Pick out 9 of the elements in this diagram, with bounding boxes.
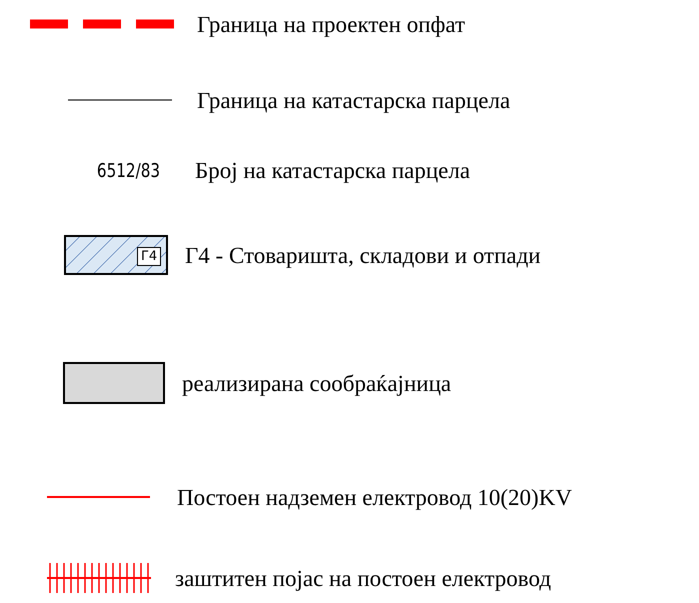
zone-code-label: Г4 [137,246,162,266]
legend-text: реализирана сообраќајница [182,372,452,394]
legend-text: Постоен надземен електровод 10(20)KV [177,486,572,508]
legend-text: заштитен појас на постоен електровод [175,566,552,590]
legend-text: Граница на катастарска парцела [197,88,510,112]
legend-text: Г4 - Стоваришта, складови и отпади [185,244,541,266]
legend-text: Граница на проектен опфат [197,12,466,36]
legend-text: Број на катастарска парцела [195,158,470,182]
parcel-number-sample: 6512/83 [96,162,160,180]
